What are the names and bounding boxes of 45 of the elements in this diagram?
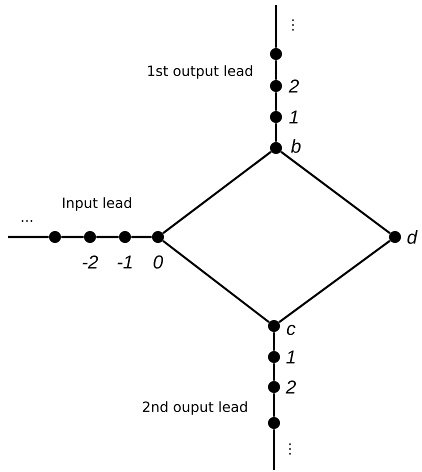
dot-label: -1 bbox=[118, 256, 132, 268]
dot bbox=[270, 80, 282, 92]
label: ⋮ bbox=[292, 19, 294, 31]
dot bbox=[268, 381, 280, 393]
dot bbox=[119, 231, 131, 243]
dot bbox=[268, 351, 280, 363]
dot bbox=[152, 231, 164, 243]
dot-label: c bbox=[286, 324, 296, 336]
line bbox=[272, 429, 276, 470]
line bbox=[274, 123, 278, 142]
label: Input lead bbox=[63, 197, 132, 211]
dot bbox=[84, 231, 96, 243]
line bbox=[272, 393, 276, 417]
dot-label: 1 bbox=[286, 350, 295, 364]
line bbox=[272, 332, 276, 351]
line bbox=[162, 150, 272, 234]
line bbox=[278, 240, 391, 324]
label: 1st output lead bbox=[148, 65, 252, 79]
dot bbox=[268, 320, 280, 332]
line bbox=[61, 236, 84, 238]
dot-label: b bbox=[291, 139, 301, 153]
dot bbox=[270, 111, 282, 123]
line bbox=[162, 240, 270, 324]
dot-label: 0 bbox=[154, 255, 164, 269]
label: ... bbox=[22, 220, 32, 222]
dot-label: -2 bbox=[82, 255, 98, 269]
dot bbox=[268, 417, 280, 429]
line bbox=[274, 92, 278, 111]
line bbox=[280, 150, 391, 234]
label: ⋮ bbox=[289, 443, 291, 455]
dot-label: d bbox=[407, 230, 418, 244]
dot bbox=[389, 231, 401, 243]
dot-label: 1 bbox=[289, 110, 298, 124]
line bbox=[274, 5, 278, 48]
line bbox=[272, 363, 276, 381]
dot bbox=[270, 48, 282, 60]
dot bbox=[270, 142, 282, 154]
line bbox=[96, 236, 119, 238]
line bbox=[8, 236, 49, 238]
label: 2nd ouput lead bbox=[142, 401, 247, 415]
line bbox=[131, 236, 152, 238]
line bbox=[274, 60, 278, 80]
dot-label: 2 bbox=[288, 79, 299, 93]
dot-label: 2 bbox=[286, 380, 296, 394]
dot bbox=[49, 231, 61, 243]
